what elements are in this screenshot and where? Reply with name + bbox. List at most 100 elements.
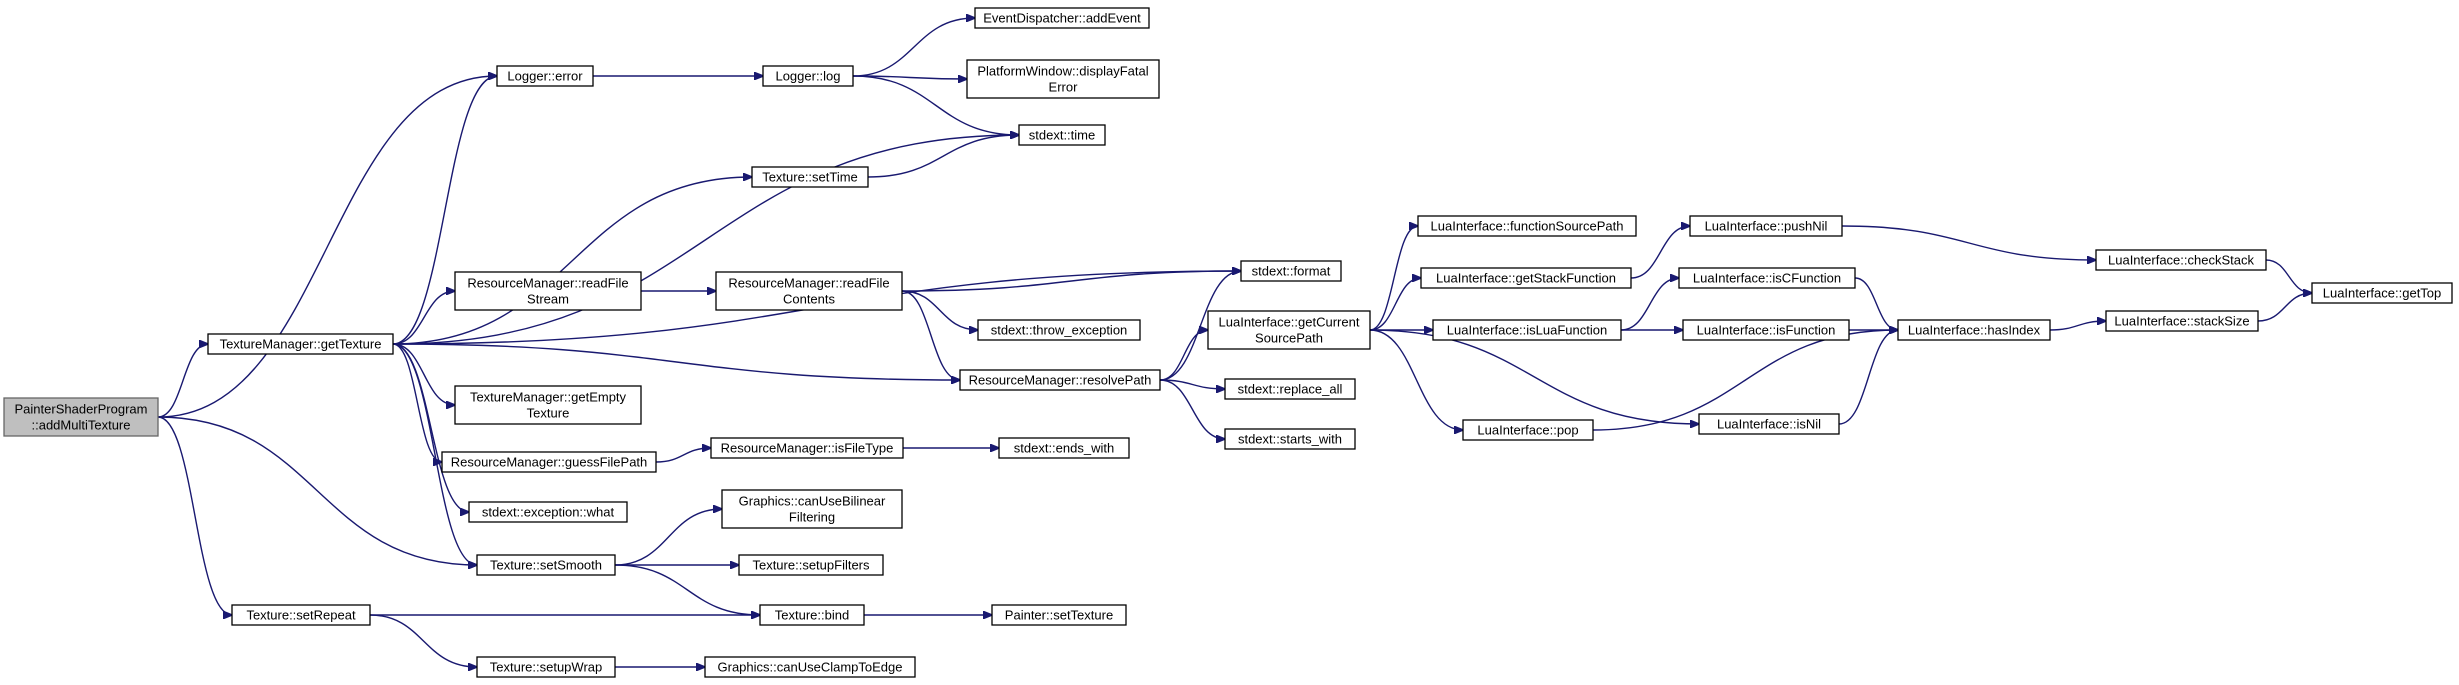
node-stdext_format[interactable]: stdext::format: [1240, 260, 1342, 282]
node-box: [762, 65, 854, 87]
node-box: [966, 59, 1160, 99]
node-ed_addEvent[interactable]: EventDispatcher::addEvent: [974, 7, 1150, 29]
node-label: Texture::setupWrap: [490, 660, 602, 675]
edge-tm_getTexture-to-rm_guessFilePath: [392, 343, 442, 462]
node-root[interactable]: PainterShaderProgram::addMultiTexture: [3, 397, 159, 437]
node-tex_setupFilters[interactable]: Texture::setupFilters: [738, 554, 884, 576]
edge-rm_readFileContents-to-stdext_format: [901, 271, 1241, 292]
node-label: LuaInterface::functionSourcePath: [1431, 219, 1624, 234]
node-box: [441, 451, 657, 473]
edge-li_getCurrentSourcePath-to-li_isNil: [1369, 329, 1699, 424]
node-label: LuaInterface::hasIndex: [1908, 323, 2041, 338]
node-li_isCFunction[interactable]: LuaInterface::isCFunction: [1678, 267, 1856, 289]
edge-li_getStackFunction-to-li_pushNil: [1630, 226, 1690, 279]
node-box: [1240, 260, 1342, 282]
edge-li_isLuaFunction-to-li_isCFunction: [1620, 278, 1679, 331]
edge-logger_log-to-pw_displayFatal: [852, 76, 967, 79]
node-box: [1682, 319, 1850, 341]
node-li_hasIndex[interactable]: LuaInterface::hasIndex: [1897, 319, 2051, 341]
node-label: LuaInterface::isCFunction: [1693, 271, 1841, 286]
node-label: LuaInterface::stackSize: [2114, 314, 2249, 329]
node-box: [468, 501, 628, 523]
node-box: [1224, 428, 1356, 450]
node-label: Texture::setupFilters: [752, 558, 870, 573]
node-label: LuaInterface::pop: [1477, 423, 1578, 438]
edge-tm_getTexture-to-rm_readFileStream: [392, 291, 455, 345]
node-gfx_canUseClamp[interactable]: Graphics::canUseClampToEdge: [704, 656, 916, 678]
edge-root-to-tm_getTexture: [157, 344, 208, 418]
node-li_checkStack[interactable]: LuaInterface::checkStack: [2095, 249, 2267, 271]
node-stdext_exceptionWhat[interactable]: stdext::exception::what: [468, 501, 628, 523]
edge-tm_getTexture-to-tex_setSmooth: [392, 343, 477, 565]
node-label: stdext::exception::what: [482, 505, 615, 520]
edge-tm_getTexture-to-tex_setTime: [392, 177, 752, 345]
node-li_pushNil[interactable]: LuaInterface::pushNil: [1689, 215, 1843, 237]
node-stdext_startsWith[interactable]: stdext::starts_with: [1224, 428, 1356, 450]
node-box: [3, 397, 159, 437]
node-li_isFunction[interactable]: LuaInterface::isFunction: [1682, 319, 1850, 341]
edge-tm_getTexture-to-stdext_time: [392, 135, 1019, 345]
node-logger_error[interactable]: Logger::error: [496, 65, 594, 87]
node-tex_setRepeat[interactable]: Texture::setRepeat: [231, 604, 371, 626]
node-tex_setSmooth[interactable]: Texture::setSmooth: [476, 554, 616, 576]
node-stdext_endsWith[interactable]: stdext::ends_with: [998, 437, 1130, 459]
node-li_getTop[interactable]: LuaInterface::getTop: [2311, 282, 2453, 304]
node-li_functionSourcePath[interactable]: LuaInterface::functionSourcePath: [1417, 215, 1637, 237]
edge-logger_log-to-ed_addEvent: [852, 18, 975, 77]
node-label: Logger::error: [507, 69, 583, 84]
node-li_getStackFunction[interactable]: LuaInterface::getStackFunction: [1420, 267, 1632, 289]
node-label: ResourceManager::readFile: [467, 276, 628, 291]
node-label: Texture::setTime: [762, 170, 858, 185]
node-li_pop[interactable]: LuaInterface::pop: [1462, 419, 1594, 441]
node-label: TextureManager::getEmpty: [470, 390, 627, 405]
node-label: Graphics::canUseBilinear: [739, 494, 886, 509]
node-label: Texture::bind: [775, 608, 849, 623]
node-tex_bind[interactable]: Texture::bind: [759, 604, 865, 626]
edge-root-to-tex_setRepeat: [157, 416, 232, 615]
node-box: [476, 656, 616, 678]
node-box: [454, 271, 642, 311]
node-rm_guessFilePath[interactable]: ResourceManager::guessFilePath: [441, 451, 657, 473]
node-label: Graphics::canUseClampToEdge: [718, 660, 903, 675]
node-box: [998, 437, 1130, 459]
edge-tm_getTexture-to-stdext_exceptionWhat: [392, 343, 469, 512]
node-box: [710, 437, 904, 459]
node-label: EventDispatcher::addEvent: [983, 11, 1141, 26]
node-stdext_throw[interactable]: stdext::throw_exception: [977, 319, 1141, 341]
node-box: [1224, 378, 1356, 400]
node-tex_setupWrap[interactable]: Texture::setupWrap: [476, 656, 616, 678]
node-rm_resolvePath[interactable]: ResourceManager::resolvePath: [959, 369, 1161, 391]
edge-rm_readFileContents-to-stdext_throw: [901, 290, 978, 330]
node-li_isLuaFunction[interactable]: LuaInterface::isLuaFunction: [1432, 319, 1622, 341]
node-box: [715, 271, 903, 311]
node-box: [1018, 124, 1106, 146]
node-li_isNil[interactable]: LuaInterface::isNil: [1698, 413, 1840, 435]
node-li_stackSize[interactable]: LuaInterface::stackSize: [2105, 310, 2259, 332]
node-painter_setTexture[interactable]: Painter::setTexture: [991, 604, 1127, 626]
node-label: Texture: [527, 406, 570, 421]
node-rm_isFileType[interactable]: ResourceManager::isFileType: [710, 437, 904, 459]
node-label: Filtering: [789, 510, 835, 525]
node-box: [991, 604, 1127, 626]
edge-rm_resolvePath-to-stdext_format: [1159, 271, 1241, 381]
node-box: [1417, 215, 1637, 237]
node-tex_setTime[interactable]: Texture::setTime: [751, 166, 869, 188]
node-logger_log[interactable]: Logger::log: [762, 65, 854, 87]
node-label: ResourceManager::guessFilePath: [451, 455, 648, 470]
node-box: [2095, 249, 2267, 271]
node-tm_getTexture[interactable]: TextureManager::getTexture: [207, 333, 394, 355]
node-stdext_time[interactable]: stdext::time: [1018, 124, 1106, 146]
node-label: LuaInterface::pushNil: [1705, 219, 1828, 234]
edge-rm_resolvePath-to-stdext_startsWith: [1159, 379, 1225, 439]
node-box: [759, 604, 865, 626]
node-box: [1678, 267, 1856, 289]
node-label: stdext::ends_with: [1014, 441, 1114, 456]
node-stdext_replaceAll[interactable]: stdext::replace_all: [1224, 378, 1356, 400]
